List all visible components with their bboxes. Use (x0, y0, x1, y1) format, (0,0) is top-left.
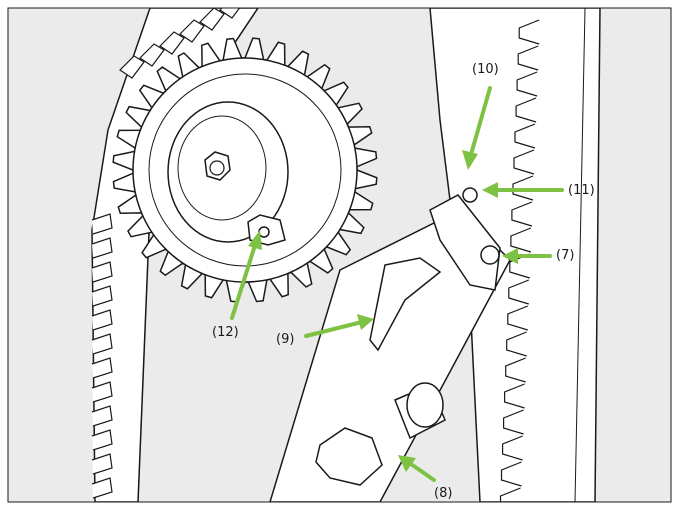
belt-tooth-right (499, 487, 521, 502)
belt-tooth-left (91, 261, 113, 283)
belt-tooth-right (505, 357, 526, 383)
belt-tooth-right (504, 383, 525, 409)
pointer-pin (462, 187, 478, 203)
belt-tooth-right (508, 279, 530, 305)
callout-11: (11) (568, 183, 595, 198)
belt-tooth-right (510, 227, 532, 253)
callout-8: (8) (434, 486, 453, 501)
belt-tooth-right (511, 201, 533, 227)
belt-teeth-left (91, 8, 241, 499)
arrow-8 (406, 460, 436, 482)
belt-tooth-right (515, 97, 537, 123)
belt-tooth-left (91, 477, 113, 499)
belt-right-edge (574, 8, 586, 502)
bolt-washer (406, 382, 444, 428)
belt-tooth-right (502, 435, 523, 461)
belt-tooth-left (91, 405, 113, 427)
belt-tooth-left (91, 357, 113, 379)
arrowhead-9 (357, 314, 374, 330)
callout-7: (7) (556, 248, 575, 263)
belt-tooth-left (91, 381, 113, 403)
bolt-hex-head (315, 427, 383, 486)
belt-tooth-left (219, 8, 241, 19)
belt-tooth-right (514, 123, 536, 149)
callout-arrows (230, 86, 564, 482)
center-bolt-stud (209, 160, 225, 176)
arrow-9 (304, 320, 364, 338)
diagram-frame (7, 7, 672, 503)
callout-12: (12) (212, 325, 239, 340)
belt-tooth-left (91, 285, 113, 307)
arrow-10 (468, 86, 492, 160)
belt-tooth-right (507, 305, 529, 331)
pointer-bracket (429, 194, 501, 291)
locating-pin (480, 245, 500, 265)
adjuster-lever (369, 257, 442, 352)
belt-tooth-left (91, 333, 113, 355)
belt-tooth-left (119, 55, 145, 79)
callout-9: (9) (276, 332, 295, 347)
hub-inner-ring (177, 115, 267, 221)
arrowhead-12 (248, 230, 262, 250)
belt-tooth-right (503, 409, 524, 435)
callout-10: (10) (472, 62, 499, 77)
arrowhead-7 (502, 248, 518, 264)
pulley-inner-ring (148, 73, 342, 267)
belt-tooth-left (179, 19, 205, 43)
belt-tooth-left (139, 43, 165, 67)
belt-tooth-left (91, 237, 113, 259)
belt-tooth-right (500, 461, 522, 487)
belt-tooth-left (159, 31, 185, 55)
belt-tooth-right (518, 19, 540, 45)
belt-tooth-left (91, 453, 113, 475)
belt-tooth-right (513, 149, 535, 175)
belt-tooth-right (516, 71, 538, 97)
arrowhead-10 (462, 150, 478, 170)
belt-tooth-left (91, 429, 113, 451)
belt-tooth-right (517, 45, 539, 71)
belt-tooth-left (91, 309, 113, 331)
belt-tooth-right (506, 331, 527, 357)
arrowhead-8 (398, 455, 416, 472)
belt-teeth-right (499, 19, 540, 502)
arrowhead-11 (482, 182, 498, 198)
belt-tooth-left (91, 213, 113, 235)
arrow-12 (230, 240, 258, 320)
belt-tooth-left (199, 8, 225, 31)
